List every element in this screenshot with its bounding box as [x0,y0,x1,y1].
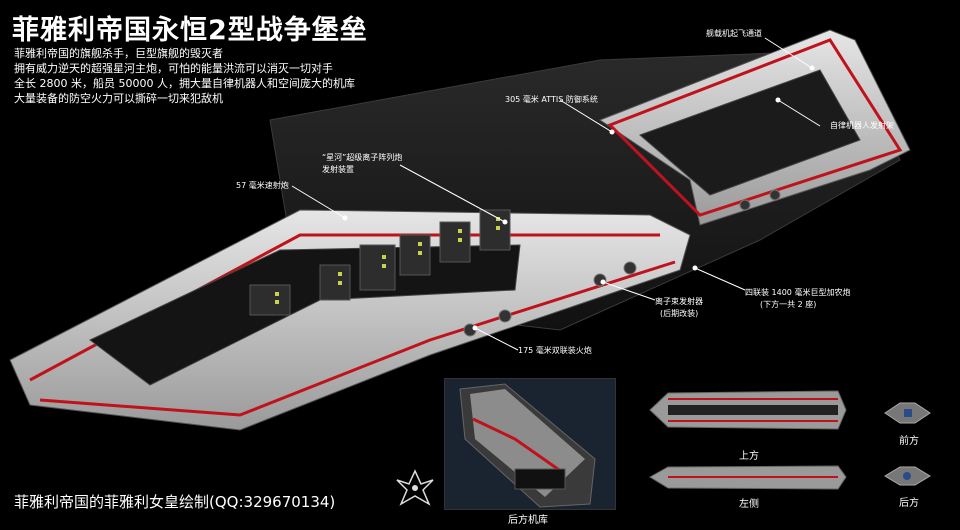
callout-175mm-gun: 175 毫米双联装火炮 [518,346,592,355]
callout-mass-driver-sub: (下方一共 2 座) [760,300,817,309]
caption-front: 前方 [899,436,919,447]
rear-view-image [884,466,931,486]
front-view-image [884,402,931,424]
top-view-image [649,390,847,430]
author-credit: 菲雅利帝国的菲雅利女皇绘制(QQ:329670134) [14,493,336,511]
callout-galaxy-cannon-sub: 发射装置 [322,165,354,174]
callout-ion-beam: 离子束发射器 [655,297,703,306]
callout-launch-channel: 舰载机起飞通道 [706,29,762,38]
callout-galaxy-cannon: “星河”超级离子阵列炮 [322,153,403,162]
caption-top: 上方 [739,451,759,462]
callout-drone-launch: 自律机器人发射架 [830,121,894,130]
description-line: 拥有威力逆天的超强星河主炮，可怕的能量洪流可以消灭一切对手 [14,62,333,75]
side-view-image [649,465,847,490]
emblem-icon [396,469,434,506]
description-line: 大量装备的防空火力可以撕碎一切来犯敌机 [14,92,223,105]
callout-57mm-gun: 57 毫米速射炮 [236,181,289,190]
rear-hangar-image [444,378,616,510]
page-title: 菲雅利帝国永恒2型战争堡垒 [12,15,368,46]
description-line: 全长 2800 米，船员 50000 人，拥大量自律机器人和空间庞大的机库 [14,77,355,90]
description: 菲雅利帝国的旗舰杀手，巨型旗舰的毁灭者 拥有威力逆天的超强星河主炮，可怕的能量洪… [14,46,355,106]
caption-rear: 后方 [899,498,919,509]
callout-attis: 305 毫米 ATTIS 防御系统 [505,95,598,104]
callout-mass-driver: 四联装 1400 毫米巨型加农炮 [745,288,851,297]
callout-ion-beam-sub: (后期改装) [660,309,699,318]
caption-rear-hangar: 后方机库 [508,515,548,526]
caption-side: 左侧 [739,499,759,510]
description-line: 菲雅利帝国的旗舰杀手，巨型旗舰的毁灭者 [14,47,223,60]
